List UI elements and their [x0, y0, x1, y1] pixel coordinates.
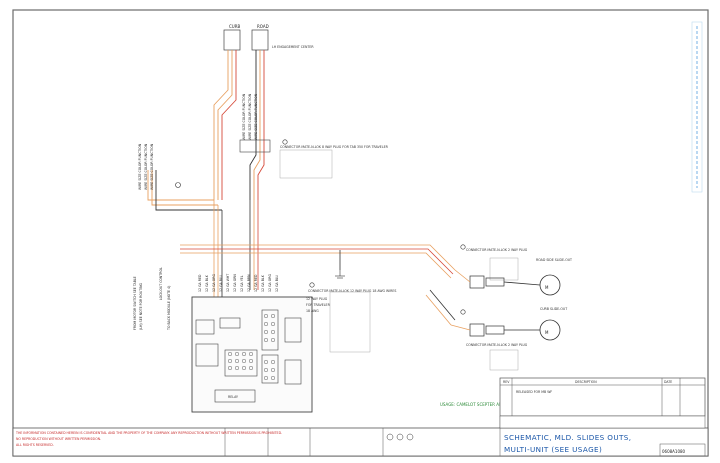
svg-text:12 GA WHT: 12 GA WHT [226, 274, 230, 292]
svg-text:12 GA ORG: 12 GA ORG [268, 274, 272, 292]
top-wire-bundle [147, 50, 265, 211]
svg-text:12 GA GRN: 12 GA GRN [233, 274, 237, 292]
ground-symbol [335, 270, 345, 279]
curb-side-motor [539, 319, 561, 341]
mid-right-connector-note: CONNECTOR MATE-N-LOK 12 WAY PLUG 18 AWG … [306, 282, 396, 353]
curb-side-branch: CONNECTOR MATE-N-LOK 2 WAY PLUG M CURB S… [450, 307, 567, 371]
rev-header-desc: DESCRIPTION [575, 380, 597, 384]
svg-text:WIRE SIZE COLOR FUNCTION: WIRE SIZE COLOR FUNCTION [150, 143, 154, 190]
connector-note-3: CONNECTOR MATE-N-LOK 2 WAY PLUG [466, 248, 528, 252]
connector-note-4: CONNECTOR MATE-N-LOK 2 WAY PLUG [466, 343, 528, 347]
connector-note-1: CONNECTOR MATE-N-LOK 8 WAY PLUG FOR TAB … [280, 145, 389, 149]
road-side-branch: CONNECTOR MATE-N-LOK 2 WAY PLUG M ROAD S… [454, 244, 572, 296]
motor-road-label: ROAD SIDE SLIDE-OUT [536, 258, 572, 262]
svg-text:WIRE SIZE COLOR FUNCTION: WIRE SIZE COLOR FUNCTION [254, 93, 258, 140]
svg-text:12 GA BLK: 12 GA BLK [261, 274, 265, 292]
rev-header-date: DATE [664, 380, 672, 384]
vertical-wire-labels: WIRE SIZE COLOR FUNCTION WIRE SIZE COLOR… [138, 93, 258, 190]
right-edge-revision-strip [691, 21, 703, 193]
svg-text:12 GA ORG: 12 GA ORG [212, 274, 216, 292]
svg-text:M: M [545, 330, 549, 335]
svg-text:12 GA YEL: 12 GA YEL [240, 275, 244, 292]
svg-text:12 GA BLK: 12 GA BLK [205, 274, 209, 292]
svg-text:WIRE SIZE COLOR FUNCTION: WIRE SIZE COLOR FUNCTION [242, 93, 246, 140]
svg-text:18 AWG: 18 AWG [306, 309, 319, 313]
usage-note: USAGE: CAMELOT SCEPTER AMPHORA [440, 402, 517, 407]
svg-text:WIRE SIZE COLOR FUNCTION: WIRE SIZE COLOR FUNCTION [138, 143, 142, 190]
road-header: ROAD [257, 24, 269, 29]
logo-mark-1 [386, 433, 394, 441]
svg-text:M: M [545, 285, 549, 290]
svg-text:LOCK-OUT CONTROL: LOCK-OUT CONTROL [159, 267, 163, 300]
control-module: RELAY [191, 296, 313, 413]
svg-text:WIRE SIZE COLOR FUNCTION: WIRE SIZE COLOR FUNCTION [248, 93, 252, 140]
horizontal-bus [180, 244, 456, 326]
curb-header: CURB [229, 24, 241, 29]
road-side-motor [539, 274, 561, 296]
svg-text:FOR TRAVELER: FOR TRAVELER [306, 303, 331, 307]
svg-text:FROM MOTOR SWITCH SEE TABLE: FROM MOTOR SWITCH SEE TABLE [133, 276, 137, 330]
relay-label: RELAY [228, 395, 238, 399]
svg-text:12 GA RED: 12 GA RED [198, 274, 202, 292]
svg-text:12 GA BRN: 12 GA BRN [247, 274, 251, 292]
svg-text:(LH) SEE NOTE FOR ROUTING: (LH) SEE NOTE FOR ROUTING [139, 282, 143, 330]
drawing-title-line-2: MULTI-UNIT (SEE USAGE) [504, 445, 602, 454]
connector-note-2: CONNECTOR MATE-N-LOK 12 WAY PLUG 18 AWG … [308, 289, 396, 293]
logo-mark-2 [396, 433, 404, 441]
svg-text:12 GA BLU: 12 GA BLU [219, 274, 223, 292]
left-rotated-notes: FROM MOTOR SWITCH SEE TABLE (LH) SEE NOT… [133, 267, 171, 331]
terminal-grid [227, 314, 276, 381]
top-connector-note: LH ENGAGEMENT CENTER [272, 45, 314, 49]
svg-text:12 GA RED: 12 GA RED [254, 274, 258, 292]
svg-text:12 GA BLU: 12 GA BLU [275, 274, 279, 292]
svg-text:12 WAY PLUG: 12 WAY PLUG [306, 297, 328, 301]
title-block: THE INFORMATION CONTAINED HEREIN IS CONF… [12, 415, 709, 457]
logo-mark-3 [406, 433, 414, 441]
footer-note: THE INFORMATION CONTAINED HEREIN IS CONF… [15, 431, 282, 435]
svg-text:TO BACK MODULE (NOTE 4): TO BACK MODULE (NOTE 4) [167, 286, 171, 331]
revision-block: REV DESCRIPTION DATE RELEASED FOR MB WF [499, 377, 706, 417]
svg-text:WIRE SIZE COLOR FUNCTION: WIRE SIZE COLOR FUNCTION [144, 143, 148, 190]
terminal-label-row: 12 GA RED 12 GA BLK 12 GA ORG 12 GA BLU … [198, 274, 279, 292]
svg-text:ALL RIGHTS RESERVED.: ALL RIGHTS RESERVED. [16, 443, 54, 447]
drawing-title-line-1: SCHEMATIC, MLD. SLIDES OUTS, [504, 433, 631, 442]
top-connector: CURB ROAD LH ENGAGEMENT CENTER [223, 24, 314, 51]
drawing-number: 0608A1080 [662, 449, 686, 454]
svg-text:USAGE: CAMELOT SCEPTER AMPHORA: USAGE: CAMELOT SCEPTER AMPHORA [440, 402, 517, 407]
mid-connector-8-way: CONNECTOR MATE-N-LOK 8 WAY PLUG FOR TAB … [239, 139, 389, 179]
revision-text: RELEASED FOR MB WF [516, 390, 552, 394]
svg-text:NO REPRODUCTION WITHOUT WRITTE: NO REPRODUCTION WITHOUT WRITTEN PERMISSI… [16, 437, 101, 441]
ground-marker-left [175, 182, 181, 188]
motor-curb-label: CURB SLIDE-OUT [540, 307, 567, 311]
rev-header-rev: REV [503, 380, 510, 384]
